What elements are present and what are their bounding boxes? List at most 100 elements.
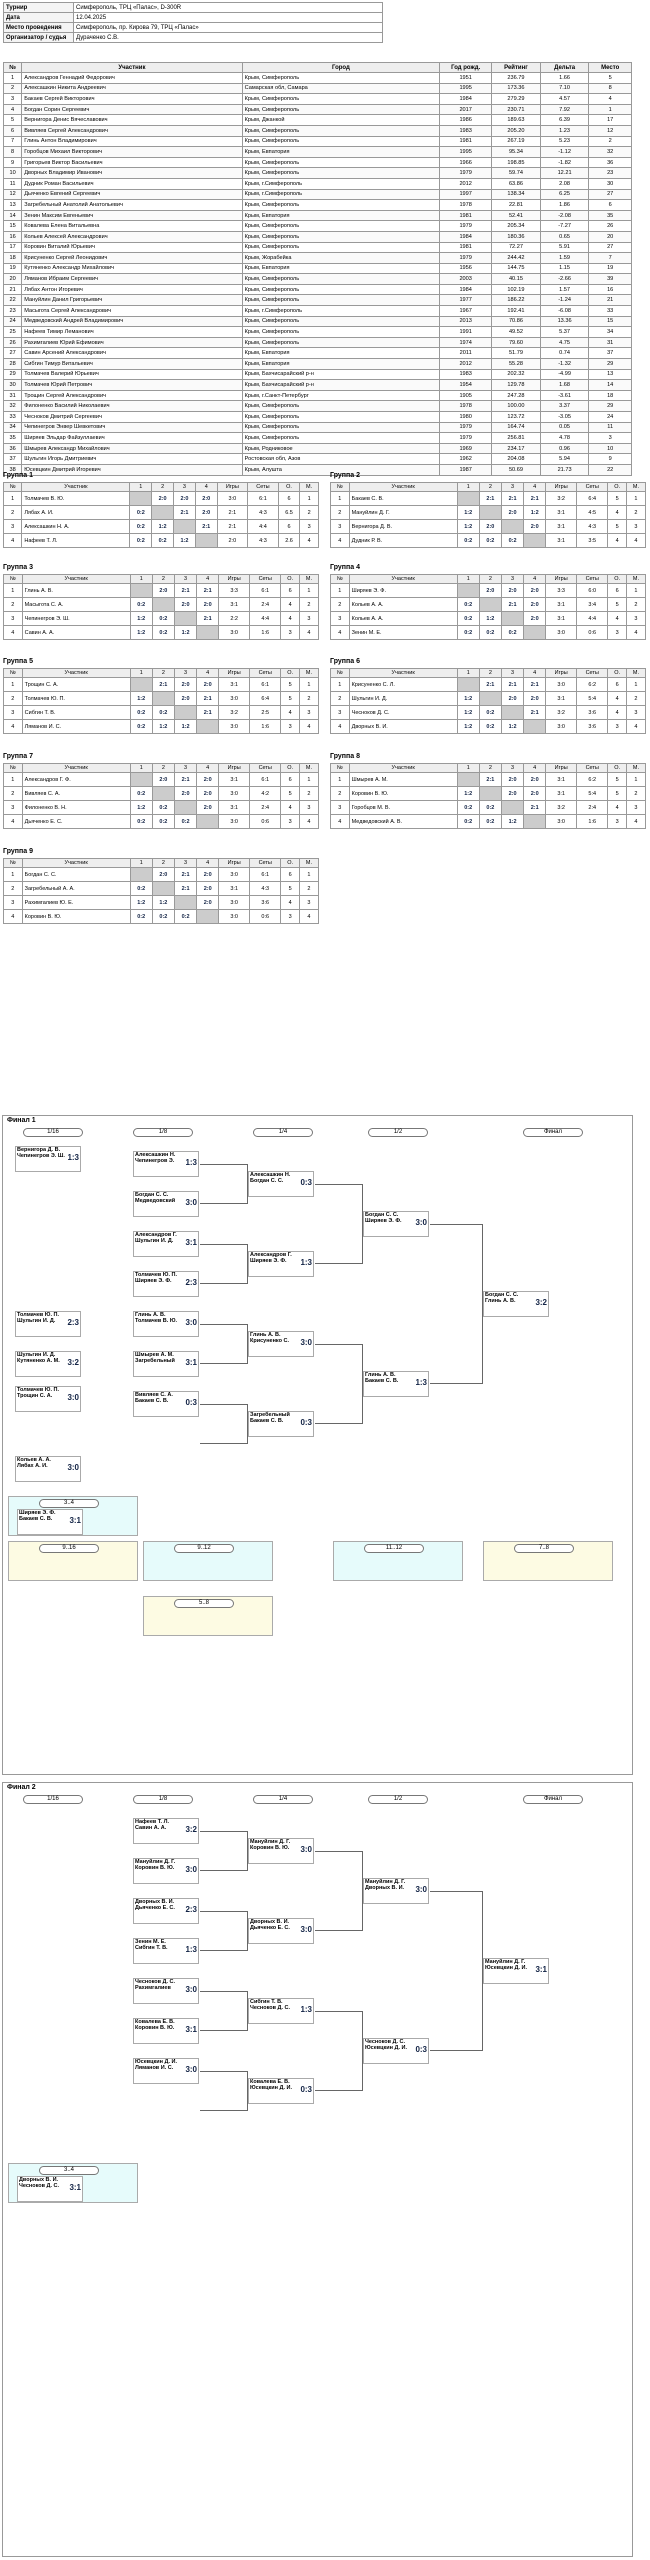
- group-player: Крисуненко С. Л.: [348, 677, 458, 692]
- match-player-b: Юсевцкин Д. И.: [365, 2045, 407, 2052]
- placement-match[interactable]: Ширяев Э. Ф.Бакаев С. В.3:1: [17, 1509, 83, 1535]
- group-player: Кольев А. А.: [348, 597, 458, 612]
- group-col-header: Игры: [216, 482, 249, 492]
- group-stat: 1: [298, 583, 320, 598]
- group-player: Филоненко В. Н.: [21, 800, 131, 815]
- group-score: 2:0: [173, 597, 198, 612]
- player-cell: 236.79: [491, 72, 541, 84]
- match-box[interactable]: Юсевцкин Д. И.Ляманов И. С.3:0: [133, 2058, 199, 2084]
- group-col-header: М.: [298, 763, 320, 773]
- player-cell: 256.81: [491, 432, 541, 444]
- match-box[interactable]: Алексашкин Н.Богдан С. С.0:3: [248, 1171, 314, 1197]
- group-num: 3: [330, 705, 350, 720]
- player-cell: Крым, Симферополь: [241, 432, 441, 444]
- player-cell: 1979: [439, 421, 493, 434]
- match-box[interactable]: Вернигора Д. В.Чепинегров Э. Ш.1:3: [15, 1146, 81, 1172]
- player-cell: 198.85: [491, 156, 541, 169]
- group-col-header: О.: [280, 858, 300, 868]
- match-box[interactable]: Ковалева Е. В.Коровин В. Ю.3:1: [133, 2018, 199, 2044]
- group-diagonal: [478, 597, 502, 612]
- player-cell: 1991: [439, 326, 493, 338]
- group-player: Ляманов И. С.: [21, 719, 131, 734]
- player-cell: Рахимгалиев Юрий Ефимович: [21, 336, 243, 349]
- group-title: Группа 7: [3, 753, 33, 760]
- match-box[interactable]: Кольев А. А.Лябах А. И.3:0: [15, 1456, 81, 1482]
- match-score: 1:3: [300, 2005, 312, 2014]
- group-score: 0:2: [151, 800, 175, 815]
- match-box[interactable]: Дворных В. И.Дьяченко Е. С.2:3: [133, 1898, 199, 1924]
- match-box[interactable]: Глинь А. В.Бакаев С. В.1:3: [363, 1371, 429, 1397]
- player-cell: 5.91: [539, 241, 590, 254]
- match-box[interactable]: Чесноков Д. С.Юсевцкин Д. И.0:3: [363, 2038, 429, 2064]
- match-box[interactable]: Богдан С. С.Ширяев Э. Ф.3:0: [363, 1211, 429, 1237]
- match-box[interactable]: Шульгин И. Д.Кутяненко А. М.3:2: [15, 1351, 81, 1377]
- group-stat: 4: [607, 505, 627, 520]
- group-num: 3: [3, 705, 23, 720]
- group-stat: 2:1: [216, 505, 249, 520]
- match-box[interactable]: Зенин М. Е.Сибгин Т. В.1:3: [133, 1938, 199, 1964]
- player-cell: Крым, Симферополь: [241, 124, 441, 137]
- group-title: Группа 8: [330, 753, 360, 760]
- match-player-a: Юсевцкин Д. И.: [135, 2059, 177, 2065]
- placement-block: 7..8: [483, 1541, 613, 1581]
- group-score: 2:0: [173, 677, 198, 692]
- player-cell: 100.00: [491, 400, 541, 412]
- player-cell: Алексашкин Никита Андреевич: [21, 82, 243, 95]
- match-box[interactable]: Сибгин Т. В.Чесноков Д. С.1:3: [248, 1998, 314, 2024]
- player-cell: Крым, Симферополь: [241, 411, 441, 423]
- player-cell: 1.59: [539, 252, 590, 264]
- match-box[interactable]: Мануйлин Д. Г.Дворных В. И.3:0: [363, 1878, 429, 1904]
- player-cell: 18: [588, 389, 632, 402]
- match-box[interactable]: Мануйлин Д. Г.Юсевцкин Д. И.3:1: [483, 1958, 549, 1984]
- match-box[interactable]: Мануйлин Д. Г.Коровин В. Ю.3:0: [133, 1858, 199, 1884]
- player-cell: 1956: [439, 262, 493, 275]
- group-col-header: 1: [129, 858, 153, 868]
- group-score: 2:0: [500, 583, 525, 598]
- group-col-header: О.: [607, 668, 627, 678]
- group-score: 2:0: [523, 786, 547, 801]
- match-box[interactable]: Глинь А. В.Крисуненко С.3:0: [248, 1331, 314, 1357]
- match-box[interactable]: Богдан С. С.Глинь А. В.3:2: [483, 1291, 549, 1317]
- match-box[interactable]: Ковалева Е. В.Юсевцкин Д. И.0:3: [248, 2078, 314, 2104]
- match-box[interactable]: Мануйлин Д. Г.Коровин В. Ю.3:0: [248, 1838, 314, 1864]
- match-player-a: Алексашкин Н.: [135, 1152, 176, 1158]
- player-cell: 1978: [439, 400, 493, 412]
- match-box[interactable]: Алексашкин Н.Чепинегров Э.1:3: [133, 1151, 199, 1177]
- match-box[interactable]: Дворных В. И.Дьяченко Е. С.3:0: [248, 1918, 314, 1944]
- match-box[interactable]: Александров Г.Шульгин И. Д.3:1: [133, 1231, 199, 1257]
- match-box[interactable]: Толмачев Ю. П.Шульгин И. Д.2:3: [15, 1311, 81, 1337]
- player-cell: 31: [2, 389, 23, 402]
- group-player: Глинь А. В.: [21, 583, 131, 598]
- bracket-line: [200, 1164, 248, 1204]
- group-col-header: 3: [173, 668, 198, 678]
- match-box[interactable]: Нафеев Т. Л.Савин А. А.3:2: [133, 1818, 199, 1844]
- player-cell: Крым, Джанкой: [241, 114, 441, 126]
- match-player-b: Загребельный: [135, 1358, 175, 1365]
- player-cell: Ширяев Эльдар Файзуллаевич: [21, 432, 243, 444]
- group-player: Дворных В. И.: [348, 719, 458, 734]
- match-box[interactable]: Александров Г.Ширяев Э. Ф.1:3: [248, 1251, 314, 1277]
- match-box[interactable]: Толмачев Ю. П.Трощин С. А.3:0: [15, 1386, 81, 1412]
- group-stat: 6: [280, 772, 300, 787]
- placement-match[interactable]: Дворных В. И.Чесноков Д. С.3:1: [17, 2176, 83, 2202]
- group-stat: 3:2: [218, 705, 251, 720]
- match-player-a: Глинь А. В.: [135, 1312, 166, 1318]
- match-box[interactable]: Глинь А. В.Толмачев В. Ю.3:0: [133, 1311, 199, 1337]
- match-box[interactable]: Толмачев Ю. П.Ширяев Э. Ф.2:3: [133, 1271, 199, 1297]
- group-score: 1:2: [151, 895, 175, 910]
- match-box[interactable]: Вивляев С. А.Бакаев С. В.0:3: [133, 1391, 199, 1417]
- group-col-header: М.: [299, 482, 319, 492]
- group-col-header: 2: [151, 763, 175, 773]
- player-cell: Крым, Симферополь: [241, 199, 441, 211]
- player-cell: -2.66: [539, 273, 590, 285]
